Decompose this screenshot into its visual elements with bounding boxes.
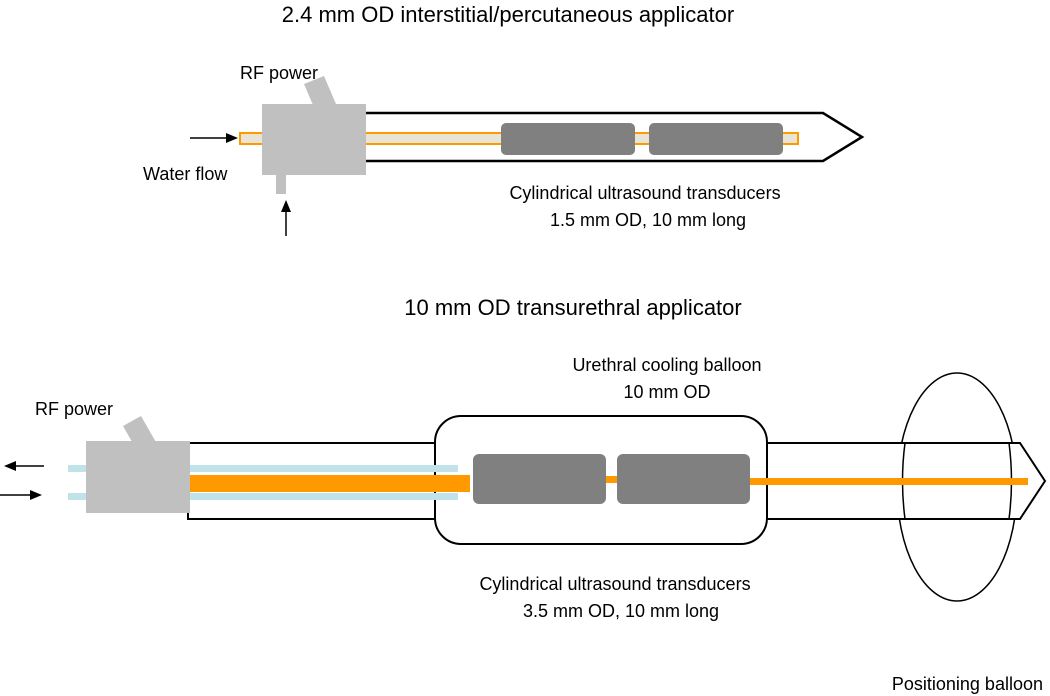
bottom-cable-link <box>605 476 620 483</box>
top-water-flow-label: Water flow <box>143 164 228 184</box>
top-title: 2.4 mm OD interstitial/percutaneous appl… <box>282 2 734 27</box>
top-rf-connector <box>304 76 336 112</box>
cooling-balloon-label-2: 10 mm OD <box>623 382 710 402</box>
top-transducer-2 <box>649 123 783 155</box>
top-transducers-label-1: Cylindrical ultrasound transducers <box>509 183 780 203</box>
bottom-hub <box>86 441 190 513</box>
bottom-transducer-1 <box>473 454 606 504</box>
top-rf-power-label: RF power <box>240 63 318 83</box>
positioning-balloon-label: Positioning balloon <box>892 674 1043 694</box>
water-tube-lower <box>68 493 458 500</box>
top-inflow-arrow <box>190 133 238 143</box>
bottom-transducers-label-1: Cylindrical ultrasound transducers <box>479 574 750 594</box>
top-transducers-label-2: 1.5 mm OD, 10 mm long <box>550 210 746 230</box>
bottom-title: 10 mm OD transurethral applicator <box>404 295 741 320</box>
bottom-transducers-label-2: 3.5 mm OD, 10 mm long <box>523 601 719 621</box>
bottom-applicator: 10 mm OD transurethral applicator RF pow… <box>0 295 1047 694</box>
bottom-cable-thin <box>745 478 1028 485</box>
inflow-arrow <box>0 490 42 500</box>
top-hub <box>262 104 366 175</box>
top-applicator: 2.4 mm OD interstitial/percutaneous appl… <box>143 2 865 236</box>
bottom-transducer-2 <box>617 454 750 504</box>
cooling-balloon-label-1: Urethral cooling balloon <box>572 355 761 375</box>
bottom-cable-thick <box>188 475 470 492</box>
top-inlet-port <box>276 172 286 194</box>
bottom-rf-power-label: RF power <box>35 399 113 419</box>
outflow-arrow <box>4 461 44 471</box>
water-tube-upper <box>68 465 458 472</box>
top-up-arrow <box>281 200 291 236</box>
top-transducer-1 <box>501 123 635 155</box>
